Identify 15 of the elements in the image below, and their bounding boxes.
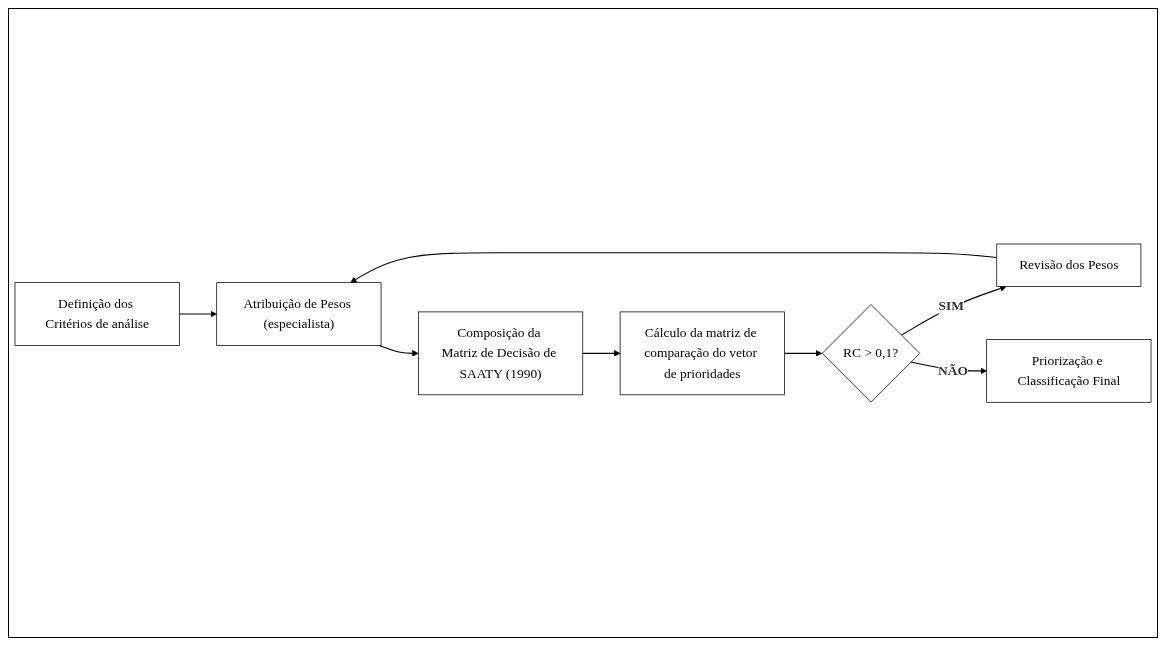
- edge-label: SIM: [938, 297, 965, 313]
- arrow: [900, 285, 1007, 336]
- arrow: [350, 252, 998, 283]
- node-box: Revisão dos Pesos: [996, 243, 1142, 287]
- arrow: [582, 349, 621, 357]
- edge-label: NÃO: [938, 362, 968, 378]
- arrow: [178, 310, 217, 318]
- node-box: Composição da Matriz de Decisão de SAATY (1990): [418, 311, 584, 396]
- node-box: Priorização e Classificação Final: [986, 339, 1152, 403]
- node-box: Definição dos Critérios de análise: [14, 282, 180, 346]
- node-box: Cálculo da matriz de comparação do vetor de prioridades: [619, 311, 785, 396]
- arrow: [378, 344, 419, 357]
- node-diamond: RC > 0,1?: [821, 304, 921, 403]
- arrow: [783, 349, 823, 357]
- node-box: Atribuição de Pesos (especialista): [216, 282, 382, 346]
